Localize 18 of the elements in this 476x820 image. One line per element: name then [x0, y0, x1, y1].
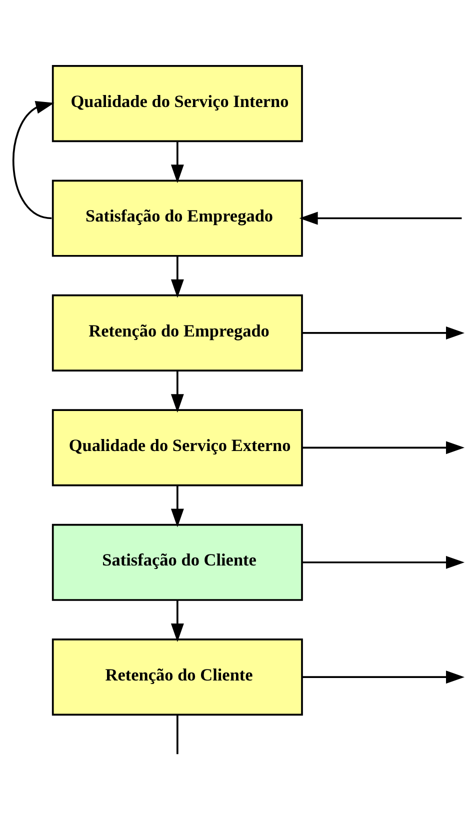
node-box: Qualidade do Serviço Interno [52, 64, 303, 142]
arrow [170, 484, 184, 527]
arrow [12, 100, 54, 219]
arrow [170, 255, 184, 298]
node-box: Satisfação do Empregado [52, 179, 303, 256]
arrow [170, 370, 184, 412]
arrow [170, 140, 184, 183]
node-box: Satisfação do Cliente [52, 523, 303, 600]
connector [176, 714, 178, 754]
arrow [299, 211, 462, 224]
arrow [302, 670, 465, 684]
arrow [302, 555, 465, 568]
node-box: Retenção do Empregado [52, 294, 303, 371]
node-box: Retenção do Cliente [52, 638, 303, 716]
arrow [302, 440, 465, 454]
node-box: Qualidade do Serviço Externo [52, 408, 303, 486]
arrow [302, 326, 465, 339]
arrow [170, 600, 184, 642]
